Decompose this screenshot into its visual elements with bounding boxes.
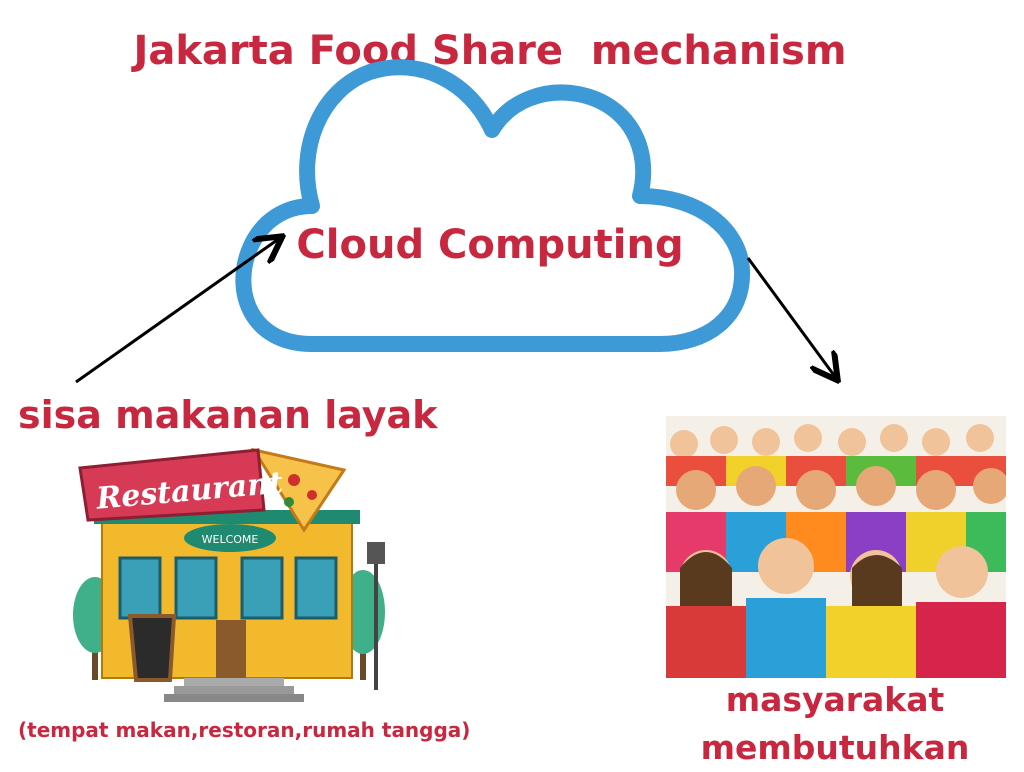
diagram-title: Jakarta Food Share mechanism xyxy=(133,28,847,74)
arrow-to-people xyxy=(746,257,836,378)
arrow-to-cloud xyxy=(75,238,280,384)
cloud-icon xyxy=(235,59,751,352)
welcome-sign-text: WELCOME xyxy=(202,533,259,546)
cloud-label: Cloud Computing xyxy=(296,222,684,268)
source-label: sisa makanan layak xyxy=(18,393,438,437)
source-sublabel: (tempat makan,restoran,rumah tangga) xyxy=(18,718,471,742)
target-label: masyarakat membutuhkan xyxy=(700,680,970,767)
crowd-illustration xyxy=(666,416,1006,678)
restaurant-illustration: Restaurant WELCOME xyxy=(73,447,385,702)
